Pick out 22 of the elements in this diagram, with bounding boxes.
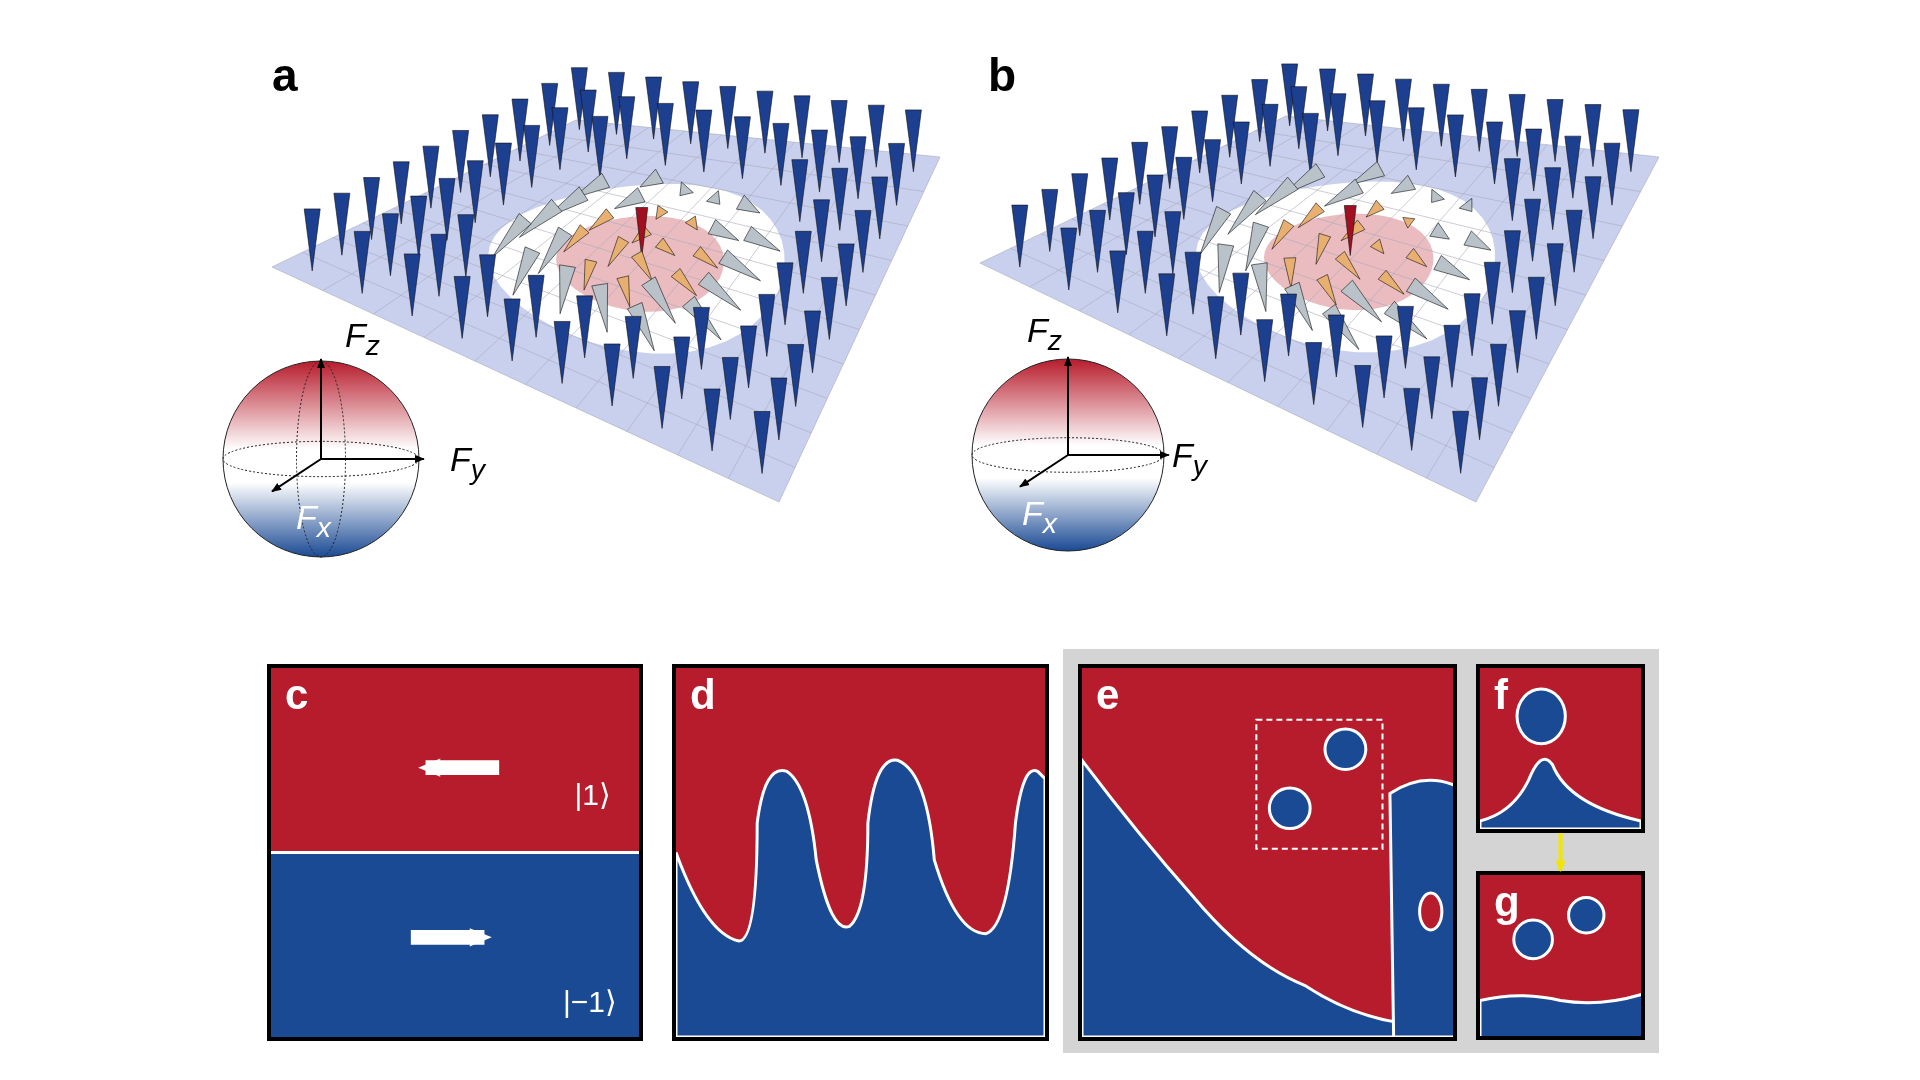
axis-label: F$_{y}$: [450, 442, 485, 484]
panel-letter: f: [1494, 674, 1508, 716]
axis-label: F$_{x}$: [296, 500, 331, 542]
domain-panel: [267, 664, 643, 1041]
domain-panel: [672, 664, 1049, 1041]
panel-letter: b: [988, 52, 1017, 98]
panel-letter: a: [272, 52, 298, 98]
state-label: |1⟩: [574, 780, 611, 810]
panel-background: [1063, 649, 1659, 1053]
state-label: |−1⟩: [563, 987, 617, 1017]
panel-letter: e: [1096, 674, 1120, 716]
domain-panel: [1476, 664, 1645, 833]
domain-panel: [1476, 871, 1645, 1040]
domain-panel: [1078, 664, 1457, 1041]
axis-label: F$_{y}$: [1172, 438, 1207, 480]
axis-label: F$_{z}$: [1027, 313, 1062, 355]
arrow: [1555, 833, 1566, 872]
panel-letter: g: [1494, 881, 1520, 923]
axis-label: F$_{z}$: [345, 318, 380, 360]
panel-letter: d: [690, 674, 716, 716]
panel-letter: c: [285, 674, 309, 716]
axis-label: F$_{x}$: [1022, 496, 1057, 538]
